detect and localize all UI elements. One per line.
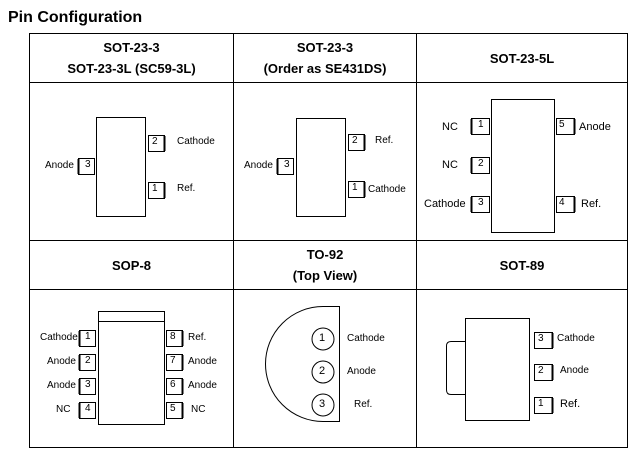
cell-header-sot23-5l: SOT-23-5L	[417, 34, 627, 82]
pin-label: Anode	[47, 380, 76, 391]
header-line: SOT-23-5L	[489, 50, 555, 66]
header-line: SOT-89	[499, 257, 545, 273]
pin-number: 7	[170, 355, 176, 366]
pin-label: Ref.	[375, 135, 394, 146]
pin-label: Ref.	[560, 398, 581, 410]
pin-number: 2	[152, 136, 158, 147]
pin-number: 2	[85, 355, 91, 366]
pin-number: 2	[538, 365, 544, 376]
header-line: SOT-23-3	[103, 40, 160, 55]
cell-header-sot23-3-a: SOT-23-3 SOT-23-3L (SC59-3L)	[30, 34, 233, 82]
pin-number: 3	[478, 197, 484, 208]
pin-number: 3	[284, 159, 290, 170]
cell-header-sot23-3-b: SOT-23-3 (Order as SE431DS)	[234, 34, 416, 82]
pin-number: 1	[478, 119, 484, 130]
pin-label: Anode	[188, 380, 217, 391]
header-line: SOT-23-3L (SC59-3L)	[67, 61, 196, 76]
pin-label: Ref.	[581, 198, 602, 210]
pin-label: NC	[56, 404, 71, 415]
pin-number: 5	[170, 403, 176, 414]
pin-number: 1	[319, 332, 326, 344]
pin-number: 2	[319, 365, 326, 377]
pin-label: Anode	[47, 356, 76, 367]
pin-label: Anode	[188, 356, 217, 367]
cell-header-sot89: SOT-89	[417, 241, 627, 289]
pin-number: 3	[85, 379, 91, 390]
header-line: (Top View)	[292, 268, 358, 283]
pin-number: 4	[85, 403, 91, 414]
pin-number: 3	[538, 333, 544, 344]
pin-label: Anode	[347, 366, 376, 377]
pin-number: 3	[319, 398, 326, 410]
pin-label: Anode	[45, 160, 74, 171]
pin-number: 6	[170, 379, 176, 390]
header-line: SOT-23-3	[296, 40, 354, 55]
header-line: TO-92	[306, 247, 344, 262]
page-title: Pin Configuration	[8, 9, 143, 26]
pin-label: Cathode	[177, 136, 215, 147]
pin-number: 2	[478, 158, 484, 169]
pin-label: Cathode	[347, 333, 385, 344]
pin-label: Cathode	[557, 333, 595, 344]
pin-label: Ref.	[354, 399, 373, 410]
pin-label: NC	[442, 121, 458, 133]
pin-label: Ref.	[188, 332, 207, 343]
header-line: (Order as SE431DS)	[263, 61, 387, 76]
pin-label: Anode	[579, 121, 611, 133]
pin-label: Ref.	[177, 183, 196, 194]
pin-number: 8	[170, 331, 176, 342]
pin-label: NC	[442, 159, 458, 171]
pin-number: 1	[85, 331, 91, 342]
header-line: SOP-8	[111, 257, 151, 273]
pin-number: 1	[152, 183, 158, 194]
pin-label: Cathode	[424, 198, 466, 210]
pin-number: 3	[85, 159, 91, 170]
pin-label: NC	[191, 404, 206, 415]
pin-number: 1	[352, 182, 358, 193]
pin-number: 5	[559, 119, 565, 130]
pin-label: Anode	[244, 160, 273, 171]
pin-label: Anode	[560, 365, 589, 376]
pin-number: 4	[559, 197, 565, 208]
pin-label: Cathode	[368, 184, 406, 195]
pin-label: Cathode	[40, 332, 78, 343]
pin-number: 1	[538, 398, 544, 409]
pin-number: 2	[352, 135, 358, 146]
cell-header-sop8: SOP-8	[30, 241, 233, 289]
cell-header-to92: TO-92 (Top View)	[234, 241, 416, 289]
